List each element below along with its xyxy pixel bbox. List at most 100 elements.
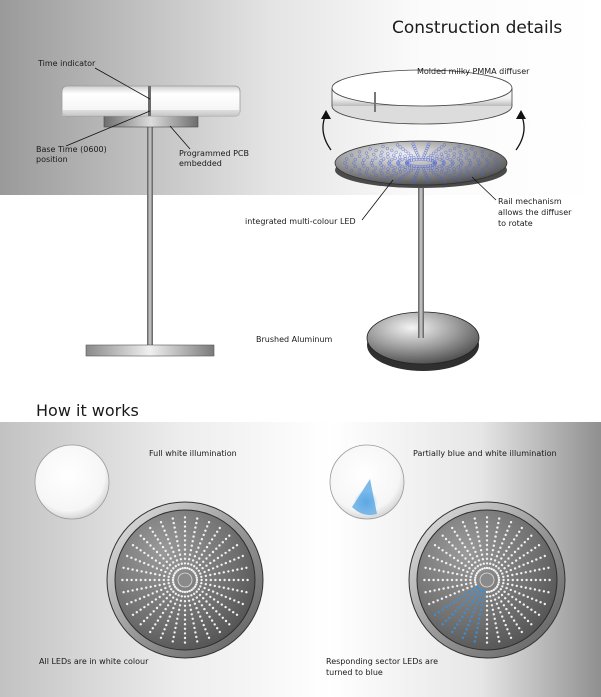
white-led [222,586,225,589]
white-led [506,628,509,631]
blue-led [460,595,463,599]
led-disc [334,140,508,186]
white-led [497,606,500,610]
label-all-white: All LEDs are in white colour [39,657,149,666]
white-led [441,549,444,552]
white-led [466,549,469,553]
white-led [176,617,179,620]
white-led [511,573,514,577]
white-led [218,572,221,575]
disc-led [452,155,456,159]
white-led [485,534,489,537]
disc-led [381,177,385,182]
blue-led [475,585,479,588]
white-led [241,602,244,606]
white-led [502,604,506,607]
disc-led [374,148,378,153]
white-led [208,603,211,606]
disc-led [372,170,376,174]
white-led [221,541,224,544]
white-led [163,529,166,532]
disc-led [366,155,370,159]
white-led [231,588,235,591]
white-led [149,585,152,588]
white-led [166,619,170,622]
white-led [175,598,179,601]
white-led [494,622,497,625]
white-led [490,567,493,571]
white-led [198,563,202,567]
white-led [162,600,165,603]
disc-led [480,154,484,158]
disc-led [362,164,366,168]
white-led [511,583,514,587]
disc-led [480,168,484,172]
white-led [191,617,194,620]
disc-led [412,164,416,168]
disc-led [445,166,449,170]
white-led [195,561,198,564]
white-led [183,641,187,644]
white-led [126,602,129,606]
white-led [520,630,523,634]
white-led [507,593,510,596]
white-led [442,570,445,573]
white-led [455,578,458,582]
white-led [460,561,463,565]
white-led [195,567,198,570]
white-led [205,545,209,549]
white-led [433,568,436,571]
white-led [139,623,142,626]
white-led [213,534,216,537]
white-led [497,578,501,582]
disc-led [361,161,365,165]
white-led [197,569,200,572]
white-led [208,554,211,557]
white-led [440,597,444,600]
disc-led [464,173,468,178]
disc-led [381,144,385,149]
disc-led [380,150,384,154]
label-base-time-2: position [36,155,68,164]
disc-led [434,173,438,177]
white-led [172,635,175,639]
disc-led [426,178,430,182]
white-led [240,567,244,570]
white-led [485,623,489,626]
white-led [161,525,164,528]
white-led [497,567,500,570]
white-led [450,578,454,582]
white-led [159,521,163,524]
white-led [164,570,167,574]
white-led [211,550,215,554]
white-led [173,572,177,575]
white-led [202,597,205,600]
white-led [224,619,228,623]
disc-led [415,151,419,155]
white-led [165,597,168,600]
white-led [457,590,461,593]
disc-led [386,170,390,174]
white-led [526,595,529,599]
white-led [440,560,444,563]
white-led [151,627,154,630]
disc-led [403,154,407,158]
white-led [505,570,508,574]
white-led [173,526,176,529]
white-led [161,611,165,615]
white-led [474,550,477,554]
disc-led [415,171,419,175]
white-led [485,627,489,630]
white-led [492,563,495,566]
white-led [485,539,489,542]
disc-led [440,167,444,171]
white-led [478,540,481,543]
white-led [197,611,200,614]
white-led [231,569,235,572]
disc-led [472,167,476,171]
disc-led [357,150,362,154]
white-led [495,585,499,588]
white-led [179,567,182,571]
blue-led [470,593,474,597]
